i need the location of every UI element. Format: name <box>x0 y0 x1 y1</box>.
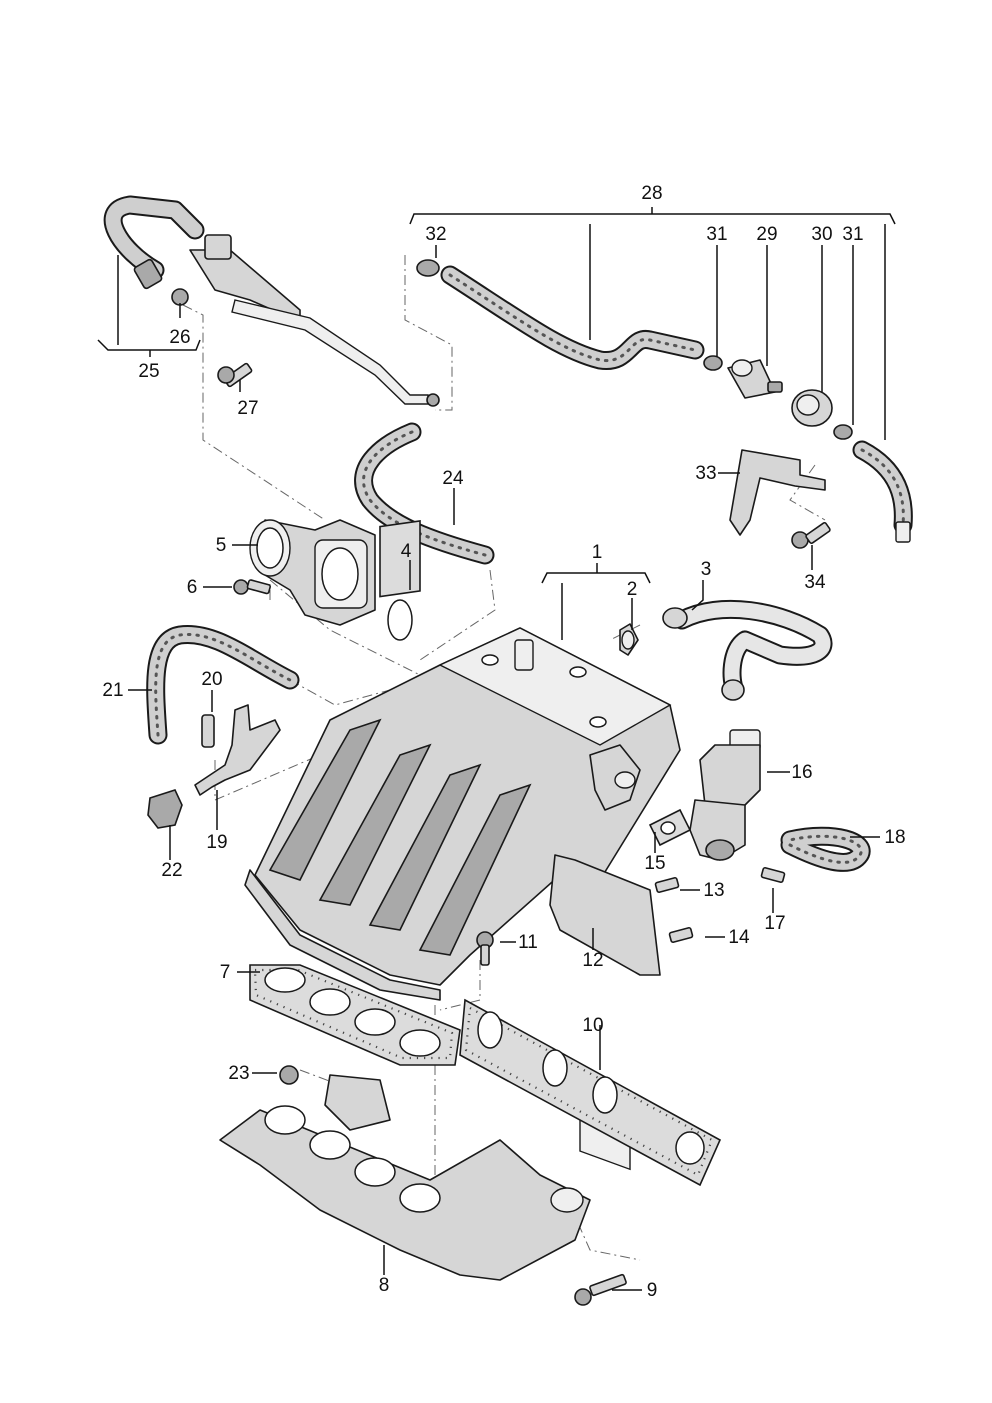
callout-25: 25 <box>138 361 159 382</box>
bolt-11 <box>476 931 494 966</box>
callout-34: 34 <box>804 572 826 593</box>
callout-13: 13 <box>703 880 724 901</box>
callout-11: 11 <box>518 932 538 953</box>
bracket-pipe-assembly <box>103 195 440 407</box>
callout-18: 18 <box>884 827 905 848</box>
callout-9: 9 <box>647 1280 658 1301</box>
hose-21 <box>146 624 300 745</box>
callout-10: 10 <box>582 1015 603 1036</box>
callout-5: 5 <box>216 535 227 556</box>
intake-manifold <box>244 623 681 1001</box>
callout-28: 28 <box>641 183 662 204</box>
vacuum-line-assembly <box>416 259 913 549</box>
callout-3: 3 <box>701 559 712 580</box>
callout-6: 6 <box>187 577 198 598</box>
exhaust-manifold <box>219 1065 627 1306</box>
callout-31-left: 31 <box>706 224 727 245</box>
callout-labels: 1 2 3 4 5 6 7 8 9 10 11 12 13 14 15 16 1… <box>102 183 905 1301</box>
pipe-3 <box>662 599 833 701</box>
callout-8: 8 <box>379 1275 390 1296</box>
callout-27: 27 <box>237 398 258 419</box>
leader-lines <box>97 207 896 1291</box>
callout-33: 33 <box>695 463 716 484</box>
callout-23: 23 <box>228 1063 249 1084</box>
callout-22: 22 <box>161 860 182 881</box>
callout-15: 15 <box>644 853 665 874</box>
callout-17: 17 <box>764 913 785 934</box>
hose-24 <box>354 422 495 565</box>
callout-1: 1 <box>592 542 603 563</box>
gasket-7 <box>249 964 461 1066</box>
callout-12: 12 <box>582 950 603 971</box>
callout-30: 30 <box>811 224 832 245</box>
throttle-body <box>233 519 421 641</box>
bracket-19 <box>147 704 281 829</box>
callout-16: 16 <box>791 762 812 783</box>
callout-19: 19 <box>206 832 227 853</box>
callout-20: 20 <box>201 669 222 690</box>
callout-2: 2 <box>627 579 638 600</box>
callout-14: 14 <box>728 927 750 948</box>
callout-31-right: 31 <box>842 224 863 245</box>
callout-7: 7 <box>220 962 231 983</box>
callout-26: 26 <box>169 327 190 348</box>
callout-21: 21 <box>102 680 123 701</box>
callout-29: 29 <box>756 224 777 245</box>
egr-valve <box>648 729 871 884</box>
gasket-10 <box>459 998 722 1187</box>
callout-32: 32 <box>425 224 446 245</box>
callout-4: 4 <box>401 541 412 562</box>
callout-24: 24 <box>442 468 464 489</box>
